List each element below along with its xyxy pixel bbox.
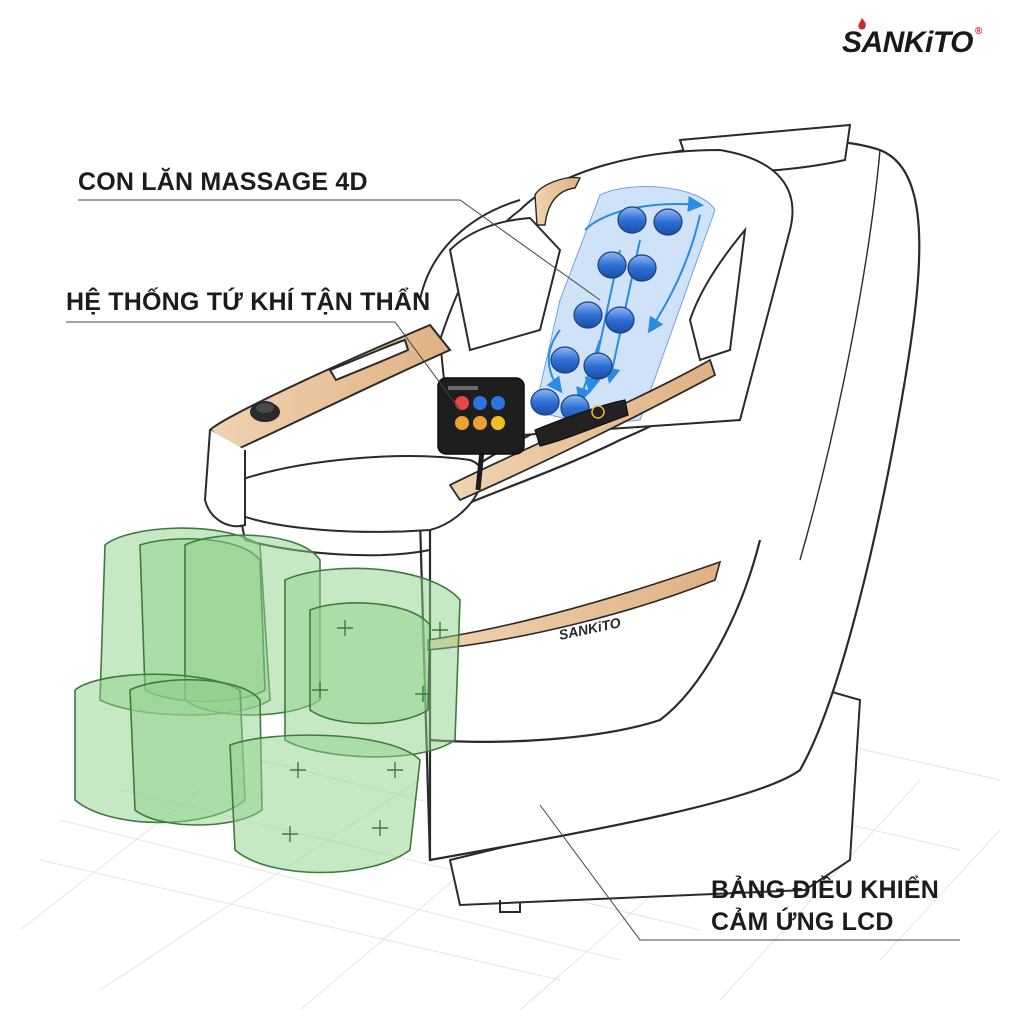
side-wood-strip — [427, 560, 722, 651]
airbag-markers — [282, 620, 448, 842]
brand-logo: SANKiTO® — [842, 18, 982, 60]
knob-icon — [250, 401, 280, 422]
callout-airbags: HỆ THỐNG TỨ KHÍ TẬN THẨN — [66, 288, 431, 316]
registered-mark: ® — [974, 26, 982, 37]
flame-icon — [858, 18, 866, 30]
leader-lines — [66, 199, 960, 941]
left-armrest — [203, 323, 452, 528]
callout-control-panel-line2: CẢM ỨNG LCD — [711, 908, 894, 936]
callout-control-panel-line1: BẢNG ĐIỀU KHIỂN — [711, 876, 940, 904]
head-wood-accent — [534, 176, 582, 226]
callout-rollers: CON LĂN MASSAGE 4D — [78, 168, 368, 196]
touch-panel — [534, 399, 629, 447]
remote-control-icon — [437, 377, 525, 491]
roller-zone — [530, 186, 716, 423]
airbag-icon — [74, 527, 461, 874]
roller-icon — [530, 206, 683, 422]
callout-control-panel: BẢNG ĐIỀU KHIỂN CẢM ỨNG LCD — [711, 874, 939, 938]
logo-text: SANKiTO — [842, 26, 973, 59]
